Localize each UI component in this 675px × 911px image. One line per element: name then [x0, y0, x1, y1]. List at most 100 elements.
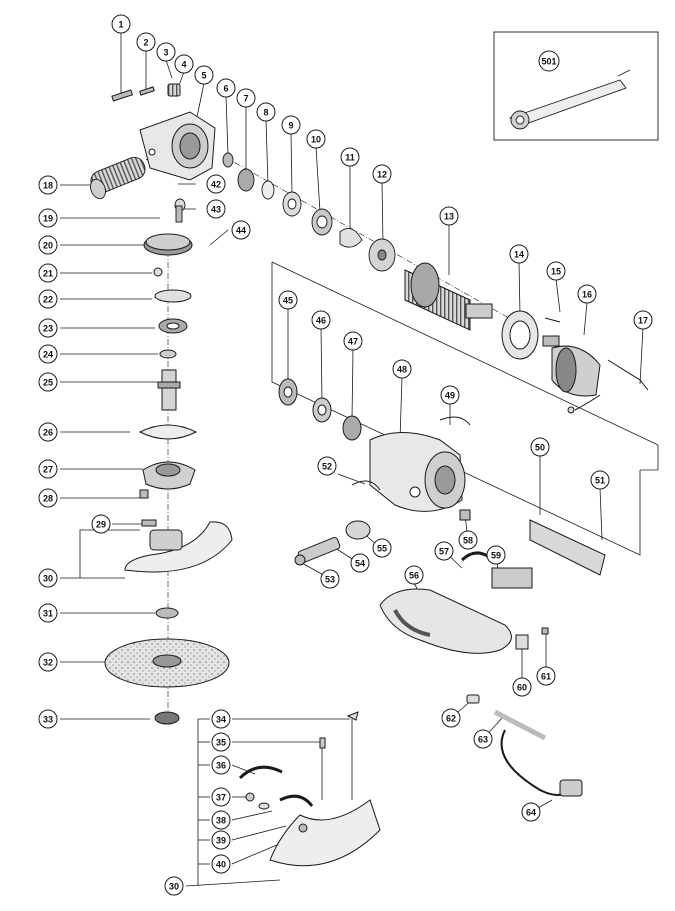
callout-30b: 30 [164, 876, 184, 896]
callout-circle [164, 876, 184, 896]
part-field-coil [542, 317, 649, 414]
leader-lines [60, 32, 659, 887]
callout-58: 58 [458, 530, 478, 550]
callout-circle [536, 666, 556, 686]
callout-number: 59 [491, 551, 501, 561]
callout-circle [546, 261, 566, 281]
callout-number: 5 [201, 71, 206, 81]
callout-circle [278, 290, 298, 310]
callout-number: 47 [348, 337, 358, 347]
callout-number: 8 [263, 108, 268, 118]
callout-19: 19 [38, 208, 58, 228]
callout-circle [38, 175, 58, 195]
callout-circle [211, 732, 231, 752]
part-rear-handle [379, 509, 606, 654]
callout-number: 42 [211, 180, 221, 190]
callout-501: 501 [538, 50, 560, 72]
part-spindle-assembly [138, 233, 198, 499]
part-wheel-guard-lower [238, 711, 381, 867]
callout-8: 8 [256, 102, 276, 122]
callout-number: 35 [216, 738, 226, 748]
callout-number: 37 [216, 793, 226, 803]
callout-circle [206, 174, 226, 194]
callout-24: 24 [38, 344, 58, 364]
callout-13: 13 [439, 206, 459, 226]
part-cord-and-plug [466, 694, 583, 797]
callout-number: 16 [582, 290, 592, 300]
callout-circle [343, 331, 363, 351]
callout-59: 59 [486, 545, 506, 565]
callout-53: 53 [320, 569, 340, 589]
callout-number: 60 [517, 683, 527, 693]
callout-37: 37 [211, 787, 231, 807]
callout-number: 29 [96, 520, 106, 530]
callout-circle [211, 755, 231, 775]
callout-circle [590, 470, 610, 490]
callout-circle [38, 709, 58, 729]
callout-number: 31 [43, 609, 53, 619]
callout-62: 62 [441, 708, 461, 728]
callout-number: 49 [445, 391, 455, 401]
part-switch-and-screws [294, 520, 371, 566]
callout-52: 52 [317, 456, 337, 476]
callout-5: 5 [194, 65, 214, 85]
callout-number: 28 [43, 494, 53, 504]
callout-circle [320, 569, 340, 589]
callout-50: 50 [530, 437, 550, 457]
callout-36: 36 [211, 755, 231, 775]
callout-number: 39 [216, 836, 226, 846]
callout-9: 9 [281, 115, 301, 135]
callout-number: 54 [355, 559, 365, 569]
callout-38: 38 [211, 810, 231, 830]
callout-circle [317, 456, 337, 476]
callout-number: 63 [478, 735, 488, 745]
callout-circle [281, 115, 301, 135]
callout-circle [38, 372, 58, 392]
callout-circle [440, 385, 460, 405]
callout-number: 14 [514, 250, 524, 260]
callout-number: 43 [211, 205, 221, 215]
callout-16: 16 [577, 284, 597, 304]
callout-2: 2 [136, 32, 156, 52]
callout-number: 7 [243, 94, 248, 104]
callout-number: 11 [345, 153, 355, 163]
callout-17: 17 [633, 310, 653, 330]
callout-64: 64 [521, 802, 541, 822]
callout-32: 32 [38, 652, 58, 672]
callout-21: 21 [38, 263, 58, 283]
callout-circle [306, 129, 326, 149]
part-grinding-disc [104, 607, 230, 725]
part-wheel-guard-upper [124, 519, 233, 573]
callout-number: 51 [595, 476, 605, 486]
callout-42: 42 [206, 174, 226, 194]
callout-circle [38, 344, 58, 364]
callout-number: 3 [163, 48, 168, 58]
callout-23: 23 [38, 318, 58, 338]
callout-circle [38, 263, 58, 283]
callout-number: 12 [377, 170, 387, 180]
callout-35: 35 [211, 732, 231, 752]
callout-circle [473, 729, 493, 749]
callout-number: 61 [541, 672, 551, 682]
callout-number: 40 [216, 860, 226, 870]
callout-circle [340, 147, 360, 167]
callout-circle [404, 565, 424, 585]
callout-1: 1 [111, 14, 131, 34]
part-motor-housing [351, 416, 471, 512]
callout-number: 58 [463, 536, 473, 546]
callout-circle [577, 284, 597, 304]
callout-circle [486, 545, 506, 565]
callout-46: 46 [311, 310, 331, 330]
callout-number: 4 [181, 60, 186, 70]
callout-circle [512, 677, 532, 697]
callout-39: 39 [211, 830, 231, 850]
callout-number: 46 [316, 316, 326, 326]
callout-circle [136, 32, 156, 52]
callout-15: 15 [546, 261, 566, 281]
callout-4: 4 [174, 54, 194, 74]
callout-number: 20 [43, 241, 53, 251]
callout-61: 61 [536, 666, 556, 686]
callout-number: 33 [43, 715, 53, 725]
callout-circle [350, 553, 370, 573]
callout-number: 48 [397, 365, 407, 375]
